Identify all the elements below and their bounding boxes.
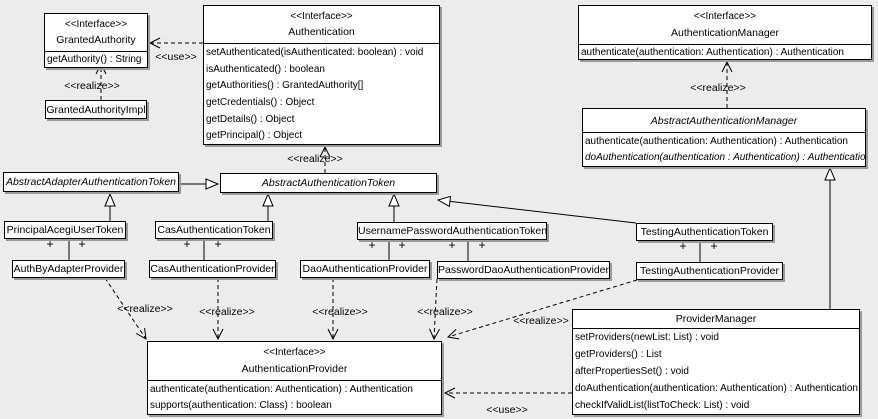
realize-passworddaoprovider [429, 278, 440, 341]
class-name: DaoAuthenticationProvider [302, 263, 428, 275]
class-name: GrantedAuthority [56, 34, 136, 47]
class-name: TestingAuthenticationToken [640, 226, 769, 238]
class-name: ProviderManager [675, 313, 757, 325]
method-row: getAuthority() : String [47, 54, 142, 65]
class-header: <<Interface>> AuthenticationManager [579, 6, 871, 45]
method-row: setProviders(newList: List) : void [575, 332, 719, 343]
realize-label: <<realize>> [417, 306, 473, 318]
class-name: AuthByAdapterProvider [13, 263, 124, 275]
association-plus-label: + [478, 238, 486, 252]
class-principal-acegi-user-token[interactable]: PrincipalAcegiUserToken [4, 221, 126, 239]
class-granted-authority-impl[interactable]: GrantedAuthorityImpl [45, 100, 147, 119]
association-plus-label: + [710, 239, 718, 253]
class-name: PasswordDaoAuthenticationProvider [438, 264, 610, 276]
method-row: doAuthentication(authentication : Authen… [585, 152, 865, 164]
method-row: setAuthenticated(isAuthenticated: boolea… [206, 46, 424, 58]
stereotype-label: <<Interface>> [64, 18, 128, 30]
class-password-dao-authentication-provider[interactable]: PasswordDaoAuthenticationProvider [437, 261, 610, 279]
class-header: <<Interface>> GrantedAuthority [45, 14, 147, 52]
generalization-testingtoken [436, 195, 637, 224]
realize-testingprovider [446, 279, 638, 340]
realize-label: <<realize>> [64, 80, 120, 92]
class-name: TestingAuthenticationProvider [640, 265, 779, 277]
method-row: getProviders() : List [575, 349, 662, 360]
method-row: authenticate(authentication: Authenticat… [150, 383, 413, 395]
association-plus-label: + [448, 238, 456, 252]
class-name: AbstractAdapterAuthenticationToken [5, 176, 177, 188]
class-name: CasAuthenticationToken [157, 224, 271, 236]
class-dao-authentication-provider[interactable]: DaoAuthenticationProvider [300, 260, 430, 278]
class-provider-manager[interactable]: ProviderManager setProviders(newList: Li… [572, 309, 860, 415]
realize-label: <<realize>> [513, 315, 569, 327]
class-authentication[interactable]: <<Interface>> Authentication setAuthenti… [203, 5, 440, 145]
method-row: getCredentials() : Object [206, 96, 315, 108]
class-name: AuthenticationManager [671, 27, 779, 39]
method-row: afterPropertiesSet() : void [575, 366, 689, 377]
class-name: GrantedAuthorityImpl [46, 103, 146, 116]
stereotype-label: <<Interface>> [290, 10, 353, 22]
realize-label: <<realize>> [690, 82, 746, 94]
class-name: Authentication [288, 26, 355, 39]
class-abstract-authentication-token[interactable]: AbstractAuthenticationToken [220, 173, 437, 193]
class-name: PrincipalAcegiUserToken [6, 224, 124, 236]
association-plus-label: + [183, 237, 191, 251]
class-header: <<Interface>> Authentication [204, 6, 439, 44]
class-name: AuthenticationProvider [241, 363, 348, 375]
method-row: getAuthorities() : GrantedAuthority[] [206, 80, 364, 92]
realize-label: <<realize>> [199, 306, 255, 318]
association-plus-label: + [398, 238, 406, 252]
class-authentication-manager[interactable]: <<Interface>> AuthenticationManager auth… [578, 5, 872, 60]
method-row: isAuthenticated() : boolean [206, 63, 325, 75]
association-plus-label: + [679, 239, 687, 253]
class-cas-authentication-token[interactable]: CasAuthenticationToken [155, 221, 273, 239]
class-name: UsernamePasswordAuthenticationToken [358, 225, 547, 237]
class-name: AbstractAuthenticationManager [650, 114, 798, 127]
stereotype-label: <<Interface>> [693, 11, 757, 22]
class-testing-authentication-token[interactable]: TestingAuthenticationToken [636, 223, 773, 241]
class-cas-authentication-provider[interactable]: CasAuthenticationProvider [149, 260, 276, 278]
use-label: <<use>> [155, 51, 197, 63]
method-row: getPrincipal() : Object [206, 130, 303, 142]
realize-label: <<realize>> [117, 303, 173, 315]
class-abstract-adapter-authentication-token[interactable]: AbstractAdapterAuthenticationToken [3, 172, 179, 192]
use-label: <<use>> [486, 404, 528, 416]
class-testing-authentication-provider[interactable]: TestingAuthenticationProvider [636, 262, 783, 280]
association-plus-label: + [368, 238, 376, 252]
method-row: authenticate(authentication: Authenticat… [581, 46, 844, 58]
class-name: CasAuthenticationProvider [150, 263, 275, 275]
method-row: supports(authentication: Class) : boolea… [150, 400, 332, 412]
class-abstract-authentication-manager[interactable]: AbstractAuthenticationManager authentica… [582, 108, 866, 167]
method-row: doAuthentication(authentication: Authent… [575, 383, 858, 394]
association-plus-label: + [214, 237, 222, 251]
method-row: getDetails() : Object [206, 113, 295, 125]
class-granted-authority[interactable]: <<Interface>> GrantedAuthority getAuthor… [44, 13, 148, 68]
class-header: <<Interface>> AuthenticationProvider [148, 342, 441, 381]
association-plus-label: + [78, 237, 86, 251]
method-row: authenticate(authentication: Authenticat… [585, 135, 848, 147]
realize-authbyadapterprovider [104, 277, 147, 340]
realize-label: <<realize>> [287, 153, 343, 165]
class-auth-by-adapter-provider[interactable]: AuthByAdapterProvider [12, 260, 125, 278]
stereotype-label: <<Interface>> [263, 347, 326, 358]
realize-label: <<realize>> [312, 306, 368, 318]
class-header: ProviderManager [573, 310, 859, 329]
method-row: checkIfValidList(listToCheck: List) : vo… [575, 400, 750, 411]
class-name: AbstractAuthenticationToken [261, 177, 396, 189]
class-authentication-provider[interactable]: <<Interface>> AuthenticationProvider aut… [147, 341, 442, 415]
class-header: AbstractAuthenticationManager [583, 109, 865, 133]
association-plus-label: + [46, 237, 54, 251]
class-username-password-authentication-token[interactable]: UsernamePasswordAuthenticationToken [357, 222, 547, 240]
